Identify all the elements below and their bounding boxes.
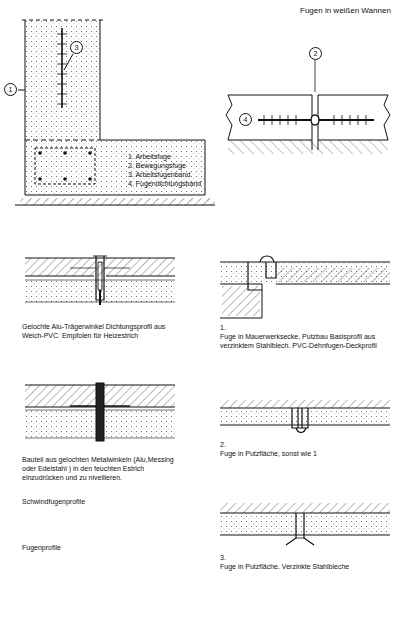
caption-text: Gelochte Alu-Trägerwinkel Dichtungsprofi… [22,322,187,340]
caption-text: 2. Fuge in Putzfläche, sonst wie 1 [220,440,390,458]
caption-text: 4. Fugendichtungsband [128,179,228,188]
callout-circle: 4 [239,113,252,126]
page-title: Fugen in weißen Wannen [300,6,396,15]
callout-number: 4 [244,116,248,123]
callout-number: 2 [314,50,318,57]
caption-text: 2. Bewegungsfuge [128,161,228,170]
caption-text: 1. Fuge in Mauerwerksecke, Putzbau Basis… [220,323,390,350]
caption-text: Bauteil aus gelochten Metalwinkeln (Alu,… [22,455,182,482]
callout-circle: 1 [4,83,17,96]
caption-text: 3. Fuge in Putzfläche. Verzinkte Stahlbl… [220,553,390,571]
callout-circle: 3 [70,41,83,54]
callout-number: 1 [9,86,13,93]
callout-circle: 2 [309,47,322,60]
callout-number: 3 [75,44,79,51]
caption-text: 3. Arbeitsfugenband [128,170,228,179]
caption-text: Schwindfugenprofile [22,497,162,506]
caption-text: 1. Arbeitsfuge [128,152,228,161]
caption-text: Fugenprofile [22,543,162,552]
